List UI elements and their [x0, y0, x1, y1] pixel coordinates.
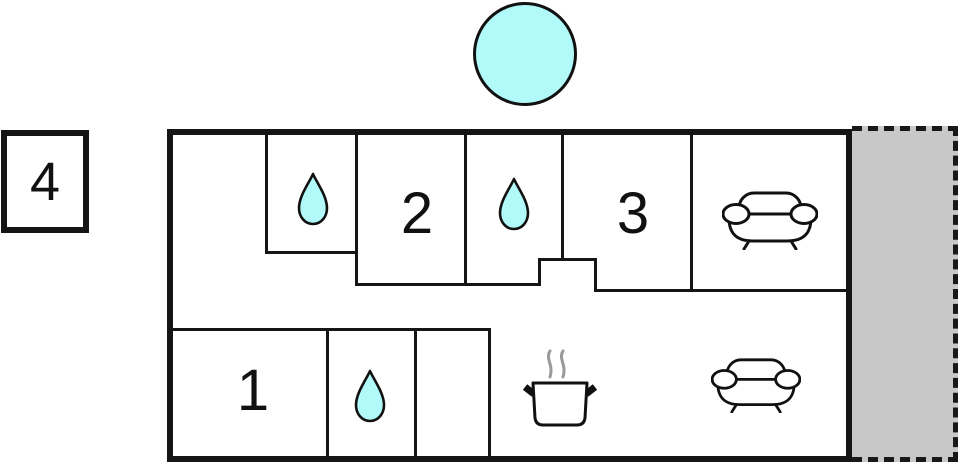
- wall-bath-a-bottom: [265, 251, 358, 254]
- room-3-label: 3: [616, 181, 650, 246]
- wall-nook-left: [538, 258, 541, 286]
- cooking-pot-icon: [523, 349, 597, 427]
- wall-bath-b-left: [464, 135, 467, 286]
- wall-bath-b-room3-divider: [561, 135, 564, 261]
- room-2-label: 2: [400, 181, 434, 246]
- wall-nook-top: [538, 258, 597, 261]
- wall-room2-left: [355, 135, 358, 286]
- sofa-icon: [722, 191, 818, 250]
- wall-bath-a-left: [265, 135, 268, 254]
- wall-closet-right: [488, 328, 491, 456]
- wall-room1-right: [326, 328, 329, 456]
- terrace-area: [852, 126, 958, 462]
- unit-number-box: 4: [1, 130, 89, 233]
- water-drop-icon: [354, 369, 386, 423]
- room-1-label: 1: [236, 358, 270, 423]
- wall-bottom-row-top: [173, 328, 491, 331]
- circle-marker-icon: [473, 2, 577, 106]
- water-drop-icon: [297, 172, 329, 226]
- sofa-icon: [711, 358, 801, 413]
- wall-bath-c-right: [414, 328, 417, 456]
- wall-bath-b-bottom: [464, 283, 541, 286]
- water-drop-icon: [498, 177, 530, 231]
- unit-number-label: 4: [29, 151, 61, 212]
- wall-room3-bottom: [594, 289, 846, 292]
- wall-room3-lounge-divider: [690, 135, 693, 292]
- building-outline: [167, 129, 852, 462]
- wall-room2-bottom: [355, 283, 467, 286]
- wall-nook-right: [594, 258, 597, 292]
